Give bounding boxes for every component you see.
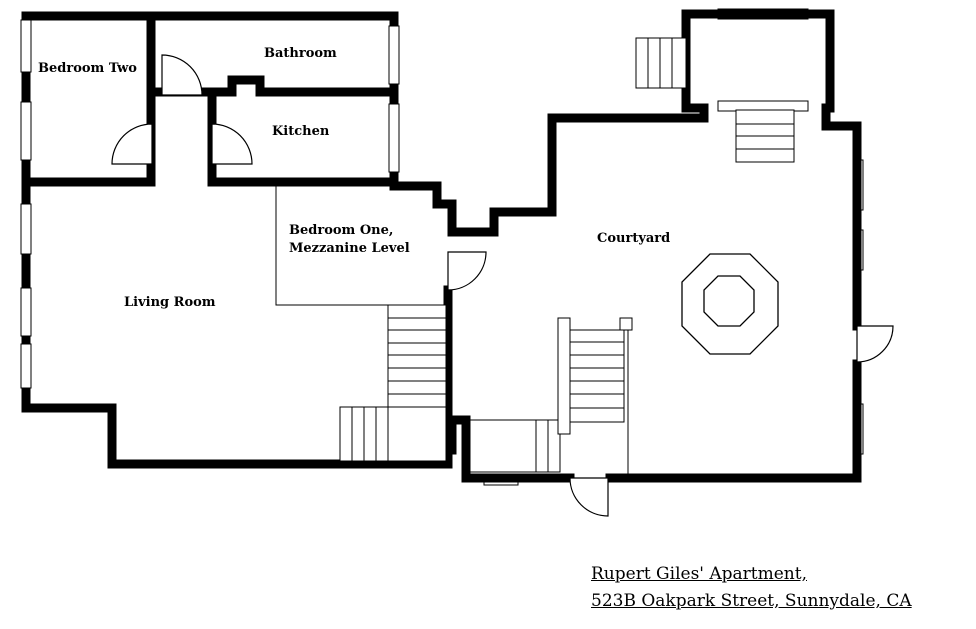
doors <box>111 54 894 517</box>
caption-line-2: 523B Oakpark Street, Sunnydale, CA <box>591 591 912 611</box>
stairs <box>339 37 795 474</box>
courtyard-walls <box>447 9 862 483</box>
label-kitchen: Kitchen <box>272 124 330 139</box>
label-bathroom: Bathroom <box>264 46 337 61</box>
label-bedroom-one-line1: Bedroom One, <box>289 223 393 238</box>
label-bedroom-two: Bedroom Two <box>38 61 137 76</box>
label-bedroom-one-line2: Mezzanine Level <box>289 241 410 256</box>
label-living-room: Living Room <box>124 295 216 310</box>
label-courtyard: Courtyard <box>597 231 670 246</box>
caption-line-1: Rupert Giles' Apartment, <box>591 564 807 584</box>
fountain-octagon <box>681 253 779 355</box>
